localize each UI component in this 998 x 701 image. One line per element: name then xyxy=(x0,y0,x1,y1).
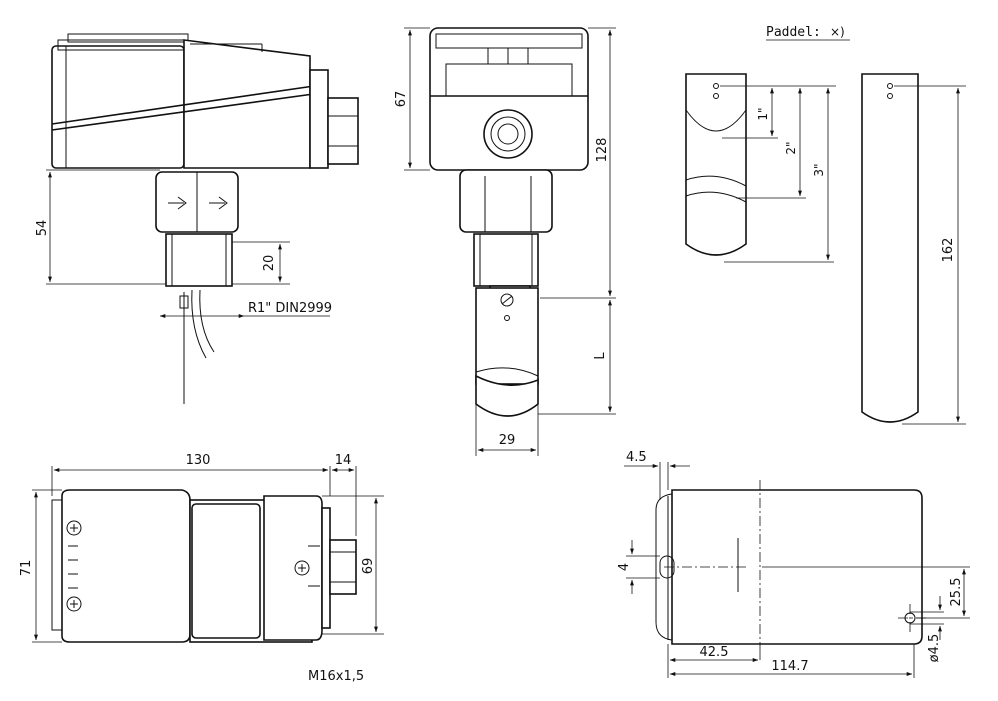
front-view xyxy=(404,27,616,456)
dimension-labels: Paddel: ×) 54 20 R1" DIN2999 67 128 L 29… xyxy=(19,25,964,684)
dim-29: 29 xyxy=(499,433,516,448)
dim-hole-4-5: ø4.5 xyxy=(927,634,942,663)
dim-slot-4: 4 xyxy=(617,563,632,571)
dim-paddle-l: L xyxy=(593,352,608,360)
dim-2in: 2" xyxy=(784,141,798,154)
dim-162: 162 xyxy=(941,238,956,263)
gland-thread: M16x1,5 xyxy=(308,669,364,684)
dim-20: 20 xyxy=(262,255,277,272)
top-view xyxy=(32,466,384,643)
dim-thread-spec: R1" DIN2999 xyxy=(248,301,332,316)
dim-54: 54 xyxy=(35,220,50,237)
dim-67: 67 xyxy=(394,91,409,108)
dim-130: 130 xyxy=(186,453,211,468)
dim-25-5: 25.5 xyxy=(949,578,964,607)
side-view xyxy=(46,33,359,404)
dim-1in: 1" xyxy=(756,107,770,120)
dim-14: 14 xyxy=(335,453,352,468)
dim-71: 71 xyxy=(19,560,34,577)
dim-69: 69 xyxy=(361,558,376,575)
mounting-view xyxy=(626,462,970,678)
dim-128: 128 xyxy=(595,138,610,163)
dim-4-5-top: 4.5 xyxy=(626,450,647,465)
dim-114-7: 114.7 xyxy=(771,659,808,674)
paddles xyxy=(685,39,966,425)
paddle-heading: Paddel: xyxy=(766,25,821,40)
dim-42-5: 42.5 xyxy=(700,645,729,660)
paddle-note: ×) xyxy=(830,25,845,39)
dim-3in: 3" xyxy=(812,163,826,176)
dimension-lines xyxy=(34,29,966,676)
